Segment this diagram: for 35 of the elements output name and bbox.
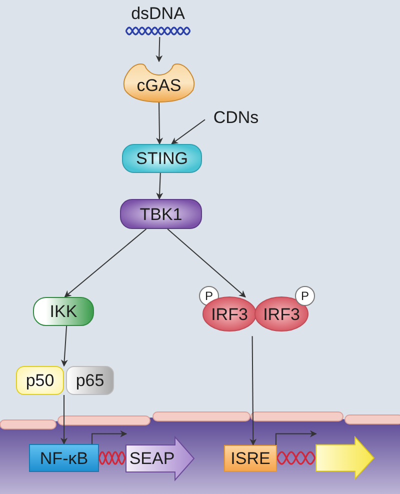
transcription-start-arrow — [92, 430, 128, 444]
phospho-label: P — [204, 290, 213, 302]
protein-label: p65 — [76, 372, 104, 389]
arrow — [64, 228, 147, 298]
reporter-gene-block — [316, 436, 375, 480]
protein-box — [120, 199, 202, 229]
protein-label: IRF3 — [263, 306, 300, 322]
transcription-start-arrow — [275, 430, 317, 446]
protein-label: IKK — [50, 303, 78, 320]
reporter-gene-block — [126, 436, 195, 482]
arrow — [250, 336, 257, 446]
arrow — [156, 102, 163, 145]
protein-label: STING — [136, 150, 188, 167]
protein-box — [66, 366, 114, 395]
molecule-label: dsDNA — [131, 4, 185, 22]
protein-box — [16, 366, 64, 395]
protein-box — [33, 297, 94, 326]
arrow — [60, 394, 68, 445]
phospho-label: P — [300, 290, 309, 302]
protein-box — [122, 144, 202, 173]
arrow — [156, 36, 163, 62]
molecule-label: CDNs — [213, 108, 259, 126]
protein-label: p50 — [26, 372, 54, 389]
promoter-box — [29, 444, 99, 472]
protein-label: TBK1 — [140, 206, 182, 222]
arrow — [60, 326, 68, 367]
protein-label: cGAS — [136, 76, 182, 94]
promoter-label: ISRE — [230, 450, 270, 467]
promoter-box — [224, 445, 277, 472]
promoter-label: NF-κB — [40, 450, 88, 466]
arrow — [171, 119, 206, 144]
protein-label: IRF3 — [211, 306, 248, 322]
arrow — [167, 228, 246, 298]
reporter-label: SEAP — [129, 450, 175, 467]
arrow — [156, 172, 164, 200]
